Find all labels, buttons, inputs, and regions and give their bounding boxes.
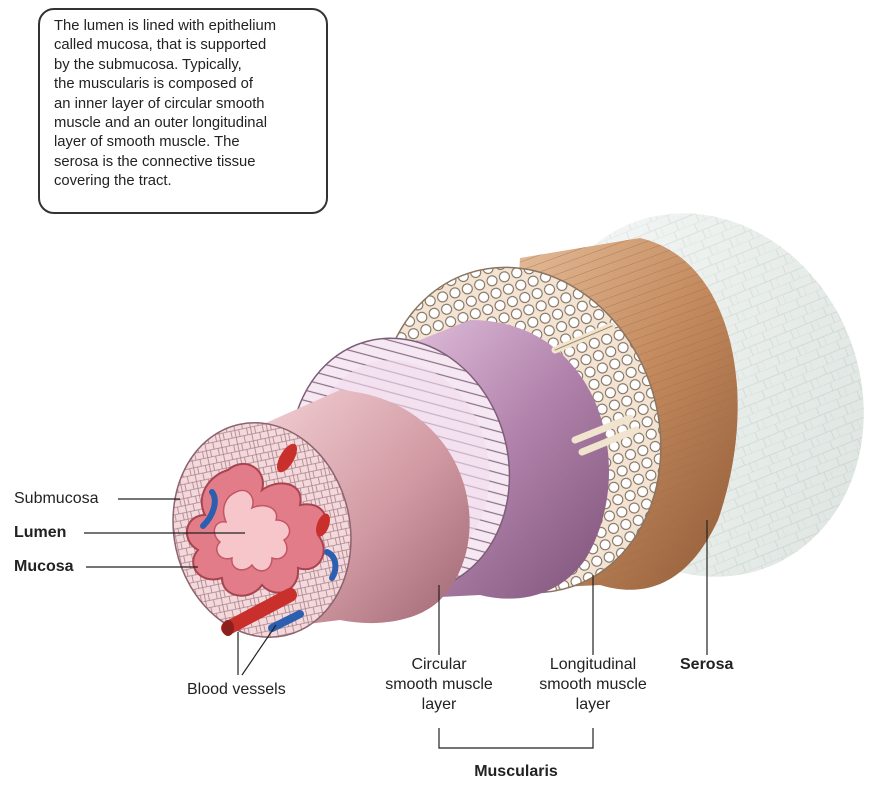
leader-lines (84, 498, 708, 749)
mucosa-layer (185, 463, 327, 597)
muscularis-bracket (438, 728, 594, 749)
label-longitudinal-muscle: Longitudinal smooth muscle layer (518, 655, 668, 715)
label-serosa: Serosa (680, 656, 734, 673)
blood-vessels (200, 443, 339, 636)
label-line: layer (575, 696, 611, 713)
label-line: smooth muscle (539, 676, 647, 693)
callout-line: The lumen is lined with epithelium (54, 18, 277, 34)
label-blood-vessels: Blood vessels (187, 681, 286, 698)
lumen (213, 489, 291, 572)
callout-line: layer of smooth muscle. The (54, 134, 240, 151)
muscle-fibers (551, 322, 640, 456)
label-line: smooth muscle (385, 676, 493, 693)
label-line: layer (421, 696, 457, 713)
callout-line: the muscularis is composed of (54, 76, 254, 93)
label-mucosa: Mucosa (14, 558, 74, 575)
leader-blood-vessel-2 (241, 624, 277, 676)
label-muscularis: Muscularis (474, 763, 558, 780)
callout-line: an inner layer of circular smooth (54, 95, 265, 112)
label-circular-muscle: Circular smooth muscle layer (369, 655, 509, 715)
callout-line: by the submucosa. Typically, (54, 56, 242, 73)
callout-line: muscle and an outer longitudinal (54, 115, 268, 132)
label-submucosa: Submucosa (14, 490, 99, 507)
description-callout: The lumen is lined with epithelium calle… (38, 8, 328, 214)
label-line: Circular (411, 656, 467, 673)
callout-line: called mucosa, that is supported (54, 37, 267, 54)
label-line: Longitudinal (549, 656, 637, 673)
callout-line: serosa is the connective tissue (54, 153, 256, 170)
callout-line: covering the tract. (54, 173, 172, 190)
label-lumen: Lumen (14, 524, 67, 541)
